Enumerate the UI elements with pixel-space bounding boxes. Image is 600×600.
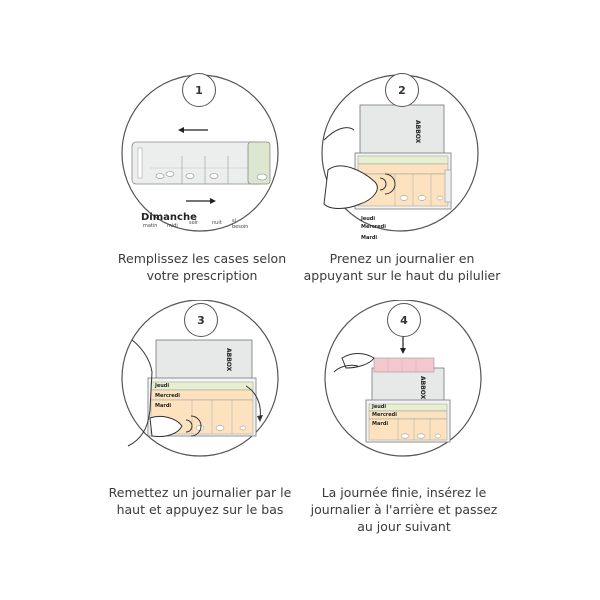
caption-line: Remplissez les cases selon — [117, 251, 287, 266]
day-label: Mercredi — [361, 224, 386, 230]
brand-label: ABBOX — [419, 376, 426, 400]
day-label: Mardi — [372, 421, 389, 427]
day-label: Jeudi — [361, 216, 376, 222]
step-number-badge: 2 — [385, 73, 419, 107]
caption-line: Prenez un journalier en — [329, 251, 475, 266]
slot-label: midi — [167, 223, 178, 229]
slot-label: matin — [143, 223, 158, 229]
caption-line: Remettez un journalier par le — [108, 485, 292, 500]
slot-label: nuit — [212, 220, 222, 226]
step-1: Dimanche matin midi soir nuit si besoin … — [0, 60, 300, 360]
step-caption: Remettez un journalier par le haut et ap… — [70, 484, 330, 518]
step-3: ABBOX Jeudi Mercredi Mardi 3 Remettez un… — [0, 300, 300, 600]
caption-line: journalier à l'arrière et passez — [310, 502, 498, 517]
step-number: 4 — [400, 313, 408, 327]
step-1-illustration — [121, 74, 279, 232]
step-number: 3 — [197, 313, 205, 327]
step-4-illustration — [324, 300, 482, 457]
step-number-badge: 1 — [182, 73, 216, 107]
caption-line: La journée finie, insérez le — [321, 485, 487, 500]
step-2-illustration — [321, 74, 479, 232]
step-caption: Prenez un journalier en appuyant sur le … — [272, 250, 532, 284]
caption-line: au jour suivant — [357, 519, 451, 534]
step-number: 2 — [398, 83, 406, 97]
day-label: Mardi — [361, 235, 378, 241]
day-label: Jeudi — [372, 404, 387, 410]
day-label: Jeudi — [155, 383, 170, 389]
step-2: ABBOX Jeudi Mercredi Mardi 2 Prenez un j… — [300, 60, 600, 360]
step-number: 1 — [195, 83, 203, 97]
step-4: ABBOX Jeudi Mercredi Mardi 4 La journée … — [300, 300, 600, 600]
box-day-label: Dimanche — [141, 212, 197, 223]
step-caption: Remplissez les cases selon votre prescri… — [72, 250, 332, 284]
brand-label: ABBOX — [225, 348, 232, 372]
step-3-illustration — [121, 300, 279, 457]
caption-line: votre prescription — [146, 268, 258, 283]
day-label: Mercredi — [372, 412, 397, 418]
caption-line: appuyant sur le haut du pilulier — [303, 268, 501, 283]
slot-label: soir — [189, 220, 199, 226]
step-number-badge: 3 — [184, 303, 218, 337]
slot-label: si besoin — [232, 218, 249, 230]
step-caption: La journée finie, insérez le journalier … — [274, 484, 534, 535]
day-label: Mardi — [155, 403, 172, 409]
day-label: Mercredi — [155, 393, 180, 399]
step-number-badge: 4 — [387, 303, 421, 337]
brand-label: ABBOX — [414, 120, 421, 144]
caption-line: haut et appuyez sur le bas — [116, 502, 284, 517]
